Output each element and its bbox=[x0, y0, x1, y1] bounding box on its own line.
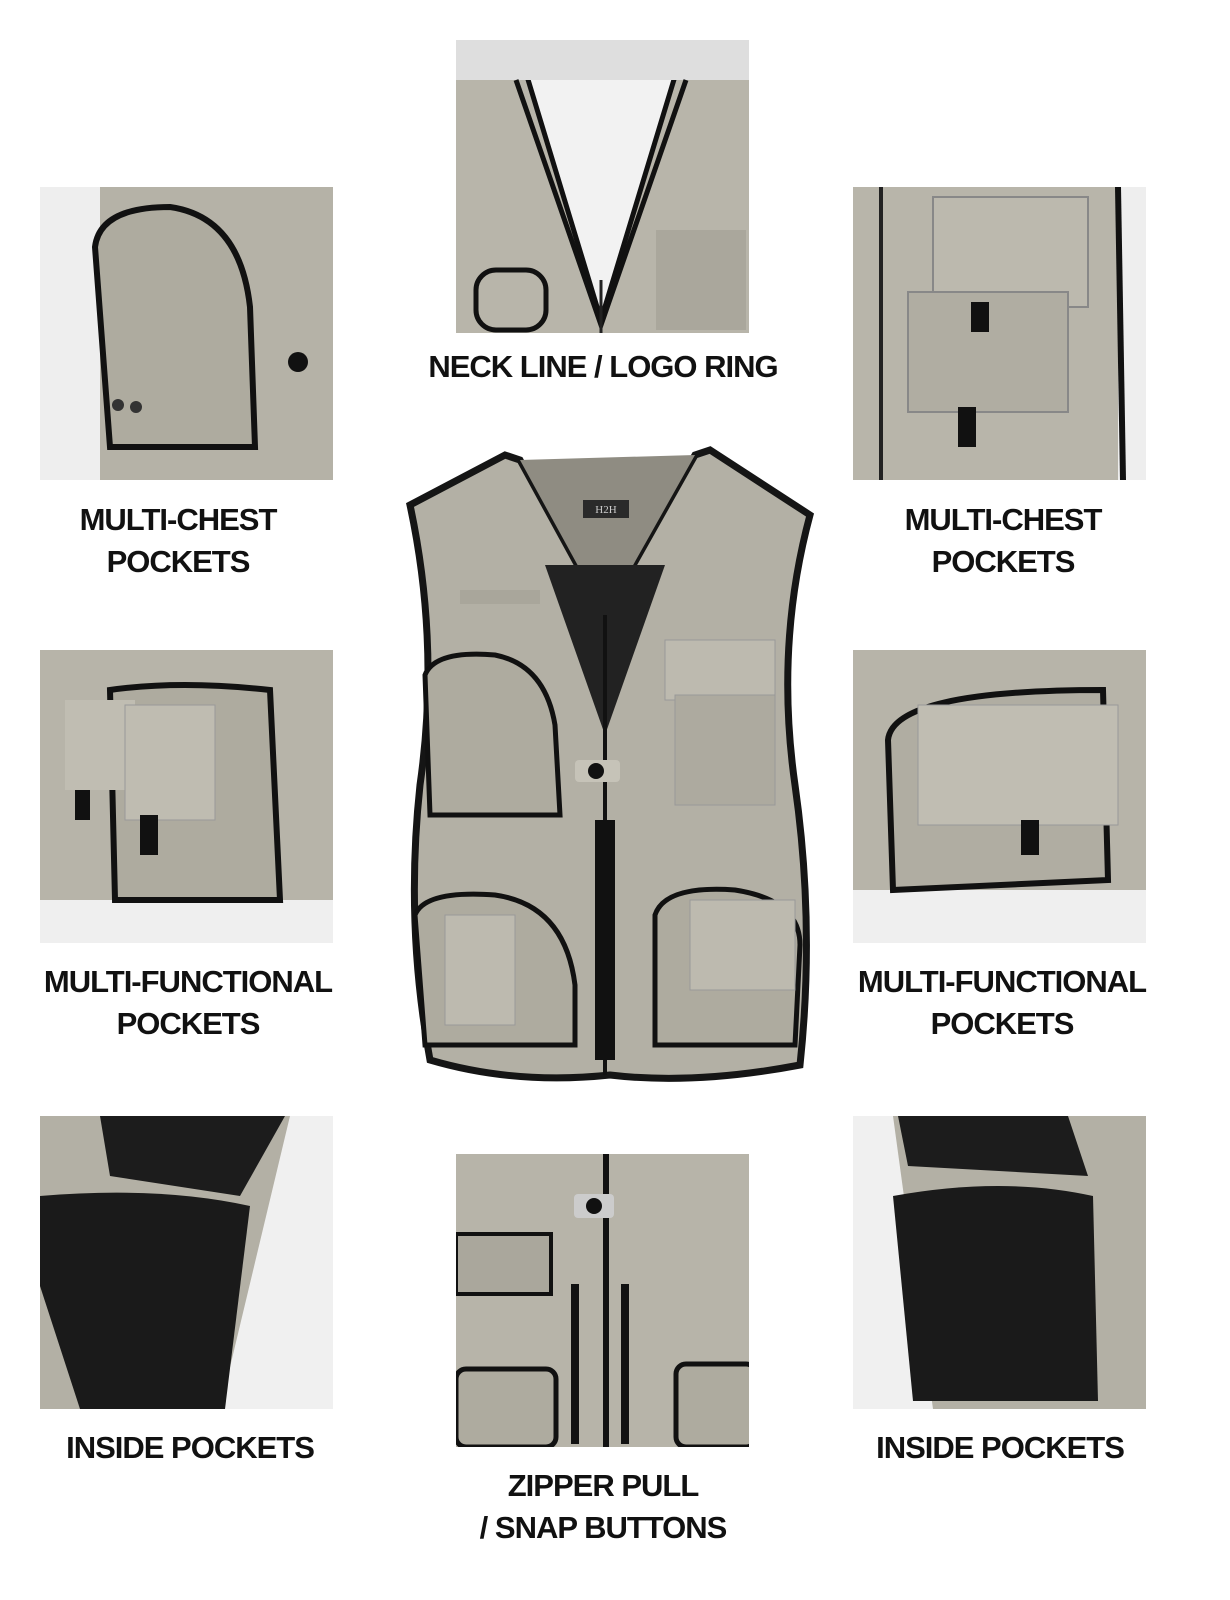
inside-pockets-left-photo bbox=[40, 1116, 333, 1409]
callout-text: POCKETS bbox=[931, 544, 1076, 579]
multi-functional-pockets-right-photo bbox=[853, 650, 1146, 943]
callout-text: MULTI-CHEST bbox=[79, 502, 278, 537]
multi-chest-pockets-right-photo bbox=[853, 187, 1146, 480]
callout-multi-functional-left: MULTI-FUNCTIONAL POCKETS bbox=[43, 961, 333, 1045]
callout-text: ZIPPER PULL bbox=[507, 1468, 700, 1503]
callout-text: INSIDE POCKETS bbox=[66, 1430, 315, 1465]
callout-multi-chest-right: MULTI-CHEST POCKETS bbox=[904, 499, 1103, 583]
callout-text: MULTI-FUNCTIONAL bbox=[857, 964, 1147, 999]
callout-inside-pockets-right: INSIDE POCKETS bbox=[876, 1427, 1125, 1469]
callout-text: MULTI-CHEST bbox=[904, 502, 1103, 537]
callout-inside-pockets-left: INSIDE POCKETS bbox=[66, 1427, 315, 1469]
callout-text: INSIDE POCKETS bbox=[876, 1430, 1125, 1465]
inside-pockets-right-photo bbox=[853, 1116, 1146, 1409]
multi-chest-pockets-left-photo bbox=[40, 187, 333, 480]
vest-product-image: H2H bbox=[395, 445, 825, 1095]
callout-text: / SNAP BUTTONS bbox=[479, 1510, 728, 1545]
callout-text: MULTI-FUNCTIONAL bbox=[43, 964, 333, 999]
callout-text: NECK LINE / LOGO RING bbox=[428, 349, 778, 384]
callout-zipper-pull: ZIPPER PULL / SNAP BUTTONS bbox=[479, 1465, 728, 1549]
zipper-pull-photo bbox=[456, 1154, 749, 1447]
callout-multi-chest-left: MULTI-CHEST POCKETS bbox=[79, 499, 278, 583]
callout-text: POCKETS bbox=[106, 544, 251, 579]
brand-logo-label: H2H bbox=[595, 504, 616, 516]
callout-neck-line: NECK LINE / LOGO RING bbox=[428, 346, 778, 388]
callout-multi-functional-right: MULTI-FUNCTIONAL POCKETS bbox=[857, 961, 1147, 1045]
multi-functional-pockets-left-photo bbox=[40, 650, 333, 943]
callout-text: POCKETS bbox=[116, 1006, 261, 1041]
callout-text: POCKETS bbox=[930, 1006, 1075, 1041]
neck-line-photo bbox=[456, 40, 749, 333]
